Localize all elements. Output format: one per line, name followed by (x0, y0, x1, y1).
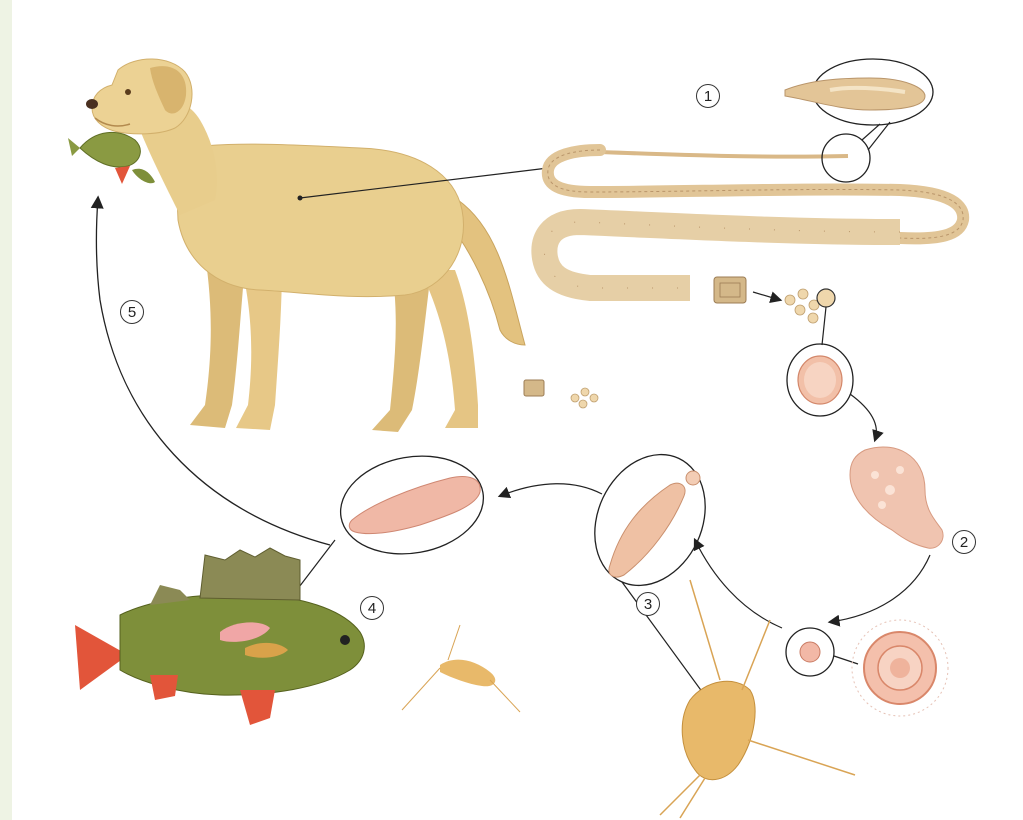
step-2-marker: 2 (952, 530, 976, 554)
embryonated-egg-icon (850, 447, 943, 548)
copepod-icon (660, 580, 855, 818)
step-5-marker: 5 (120, 300, 144, 324)
shed-proglottid-icon (524, 380, 598, 408)
perch-fish-illustration (75, 548, 364, 725)
step-4-marker: 4 (360, 596, 384, 620)
scolex-detail (785, 59, 933, 182)
dog-illustration (68, 59, 525, 432)
coracidium-icon (786, 620, 948, 716)
egg-icon (787, 307, 853, 416)
arrow-procercoid-to-plerocercoid (500, 484, 602, 496)
copepod-small-icon (402, 625, 520, 712)
plerocercoid-icon (280, 445, 491, 612)
arrow-egg-to-coracidium (830, 555, 930, 622)
step-3-marker: 3 (636, 592, 660, 616)
arrow-egg-to-embryo (850, 394, 876, 440)
tapeworm-illustration (544, 150, 963, 323)
arrow-coracidium-to-procercoid (695, 540, 782, 628)
step-1-marker: 1 (696, 84, 720, 108)
